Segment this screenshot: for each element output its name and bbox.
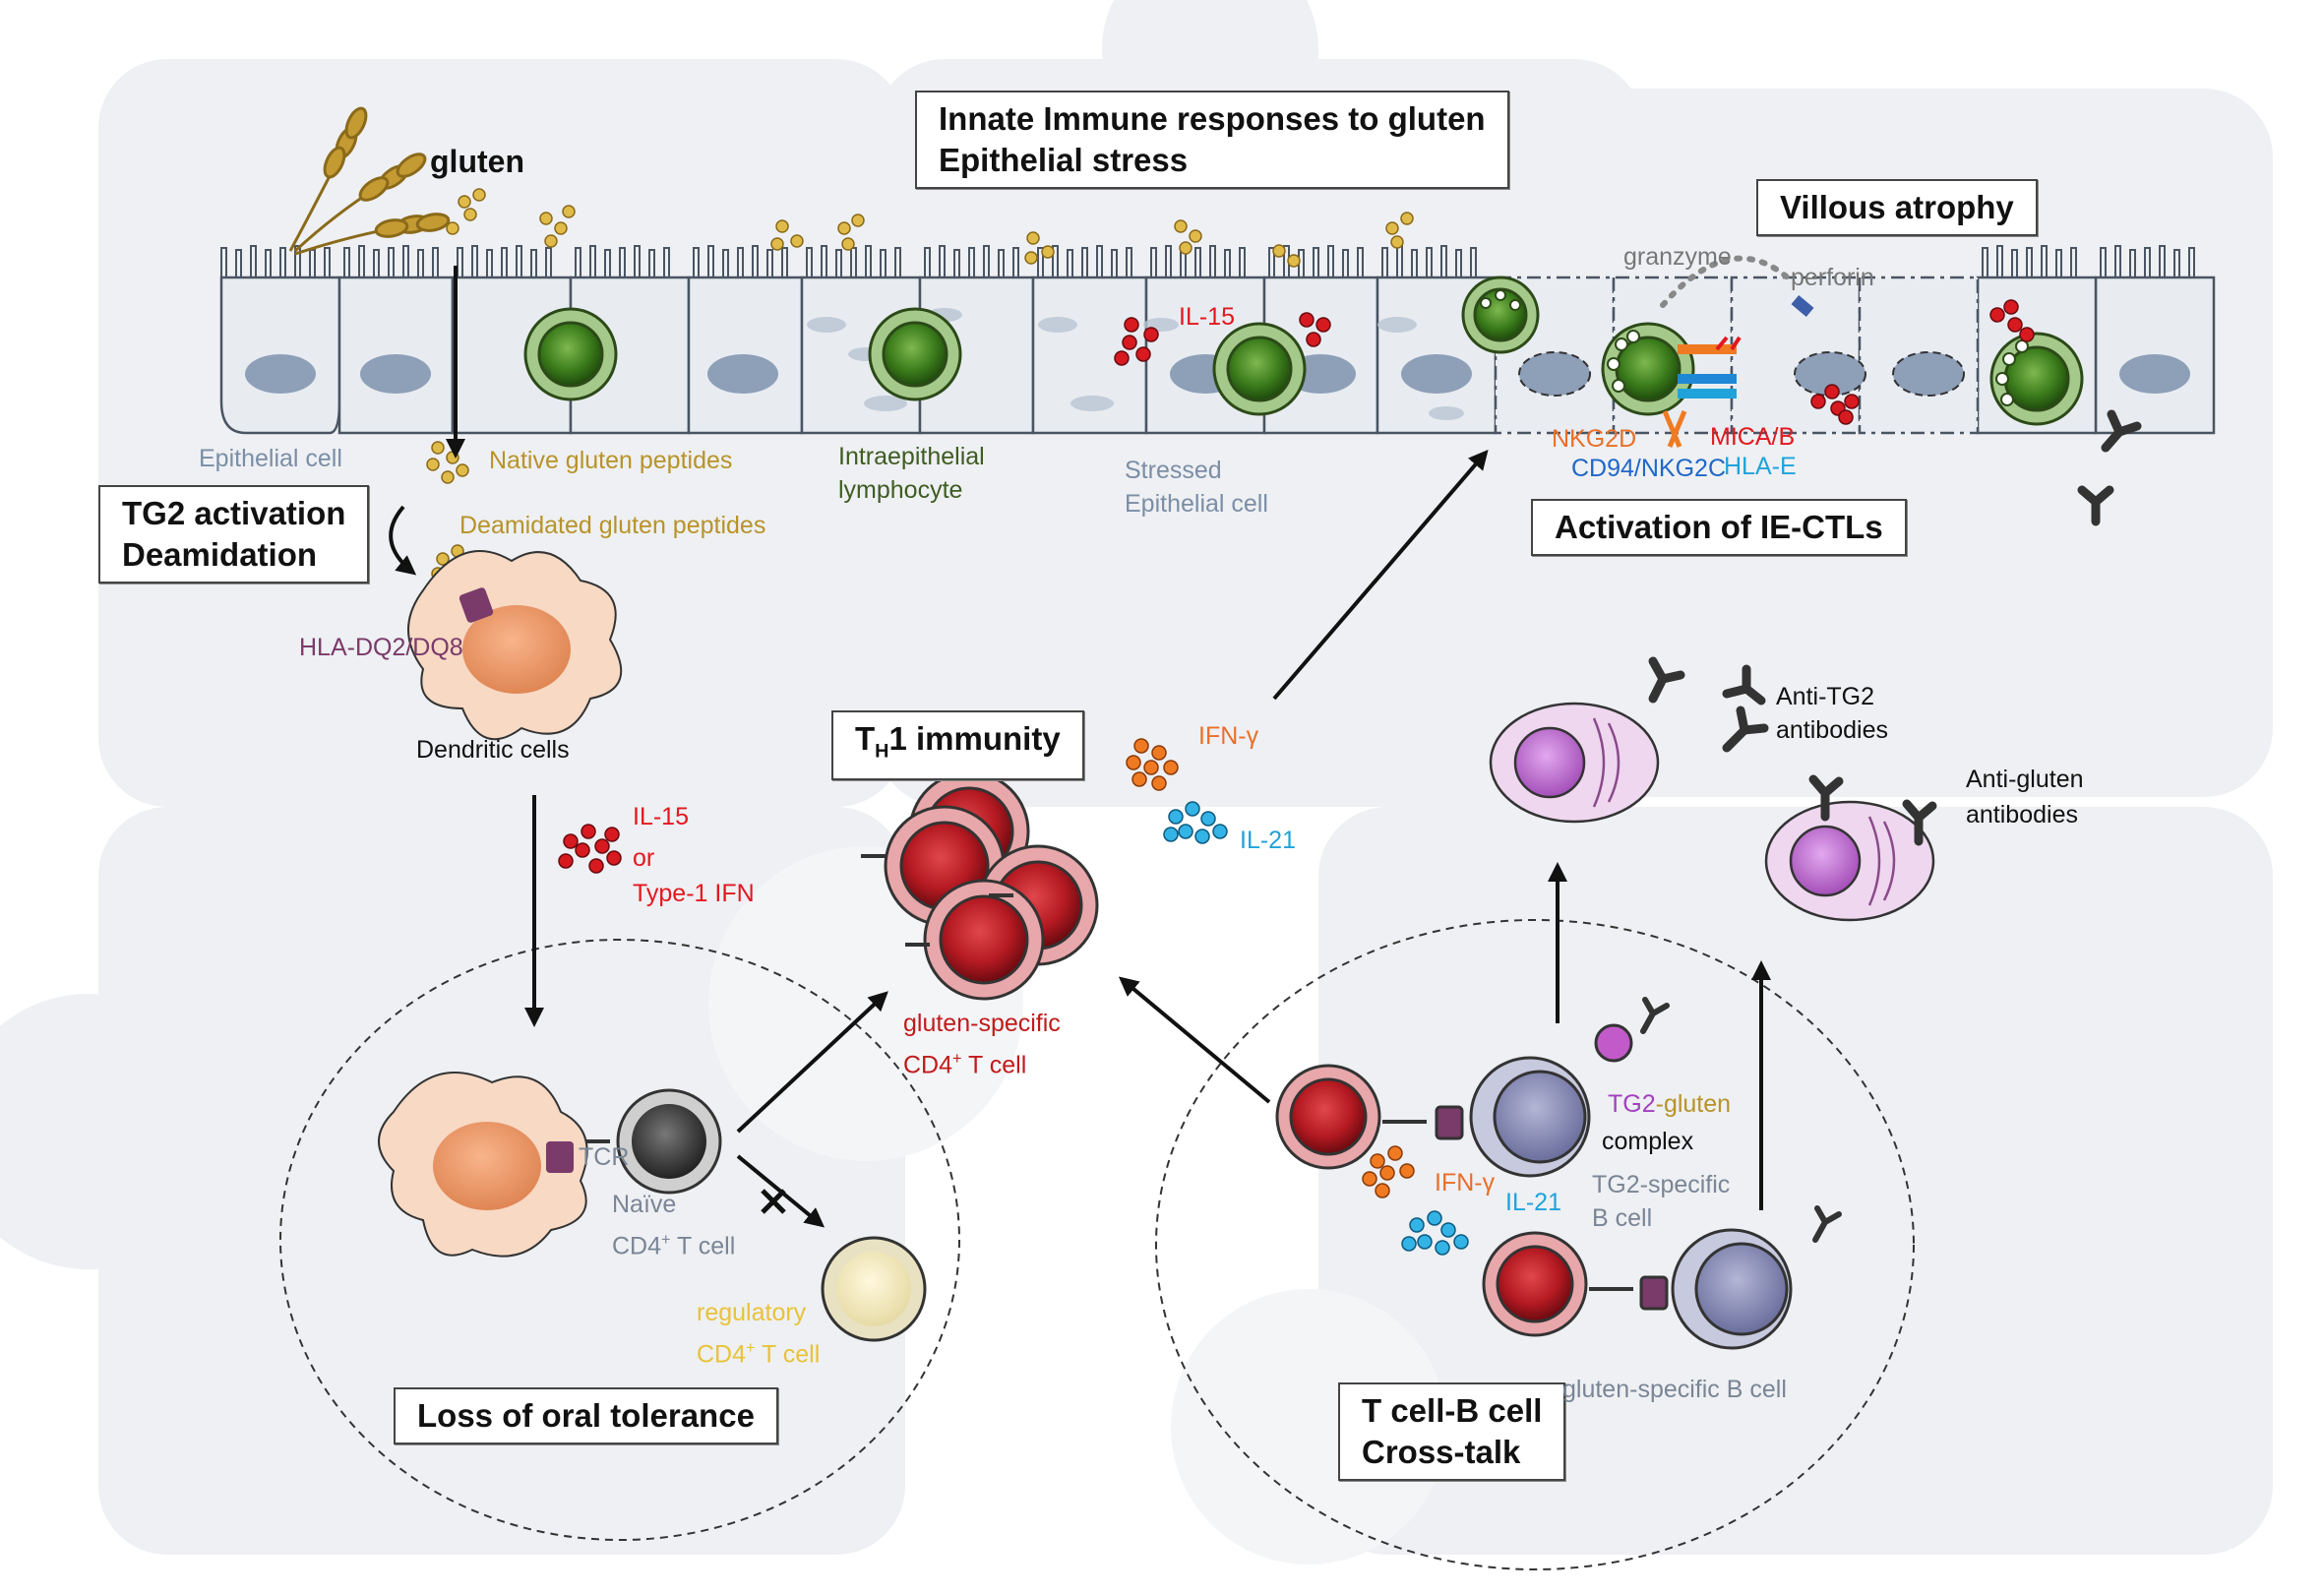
stressed-label-1: Stressed [1125, 457, 1222, 484]
pathway-arrows [389, 266, 1771, 1228]
naive-label-2: CD4+ T cell [612, 1231, 736, 1260]
ie-ctl-label: Activation of IE-CTLs [1555, 509, 1883, 545]
crosstalk-line-2: Cross-talk [1362, 1434, 1521, 1470]
x-block-icon [761, 1189, 786, 1214]
epithelial-cell-label: Epithelial cell [199, 445, 342, 472]
ifng-dots [1126, 738, 1415, 1198]
ifng-label: IFN-γ [1198, 722, 1259, 750]
th1-box: TH1 immunity [831, 710, 1084, 780]
tg2-line-2: Deamidation [122, 536, 318, 573]
intraepithelial-lymphocyte [523, 276, 2084, 426]
il21-dots [1163, 801, 1469, 1256]
il15-label-1: IL-15 [633, 803, 689, 830]
innate-response-box: Innate Immune responses to gluten Epithe… [915, 91, 1509, 189]
dendritic-cell-2 [378, 1072, 588, 1258]
tcr-label: TCR [579, 1143, 630, 1171]
naive-label-1: Naïve [612, 1191, 677, 1218]
cd4-t-cell-cluster [861, 770, 1099, 1001]
regulatory-t-cell [821, 1236, 927, 1342]
treg-label-1: regulatory [697, 1299, 807, 1326]
oral-tolerance-label: Loss of oral tolerance [417, 1397, 755, 1434]
hla-dq-label: HLA-DQ2/DQ8 [299, 634, 463, 661]
naive-t-cell [585, 1088, 722, 1195]
anti-tg2-label-1: Anti-TG2 [1776, 683, 1875, 710]
tg2-bcell-label-2: B cell [1592, 1204, 1653, 1232]
receptor-icons [1662, 336, 1742, 448]
dendritic-label: Dendritic cells [416, 736, 570, 764]
ie-ctl-box: Activation of IE-CTLs [1531, 499, 1907, 556]
ifng-crosstalk-label: IFN-γ [1435, 1169, 1496, 1197]
anti-gluten-label-2: antibodies [1966, 801, 2078, 829]
t-b-pair-2 [1482, 1228, 1793, 1350]
th1-label: TH1 immunity [855, 720, 1061, 763]
anti-tg2-label-2: antibodies [1776, 716, 1888, 744]
il15-label-2: or [633, 844, 655, 872]
nkg2d-label: NKG2D [1552, 425, 1637, 453]
il15-epithelium-label: IL-15 [1179, 303, 1235, 331]
gluten-particles [426, 188, 1414, 581]
tg2-activation-box: TG2 activation Deamidation [98, 485, 370, 583]
treg-label-2: CD4+ T cell [697, 1339, 821, 1369]
innate-line-1: Innate Immune responses to gluten [939, 100, 1486, 137]
hlae-label: HLA-E [1724, 453, 1797, 480]
crosstalk-region [1155, 919, 1915, 1570]
gluten-label: gluten [430, 144, 524, 179]
perforin-icon [1791, 294, 1814, 318]
anti-gluten-label-1: Anti-gluten [1966, 766, 2084, 793]
granzyme-label: granzyme [1623, 243, 1732, 271]
granzyme-arc [1660, 255, 1794, 308]
deamidated-peptides-label: Deamidated gluten peptides [459, 512, 766, 539]
oral-tolerance-region [279, 939, 960, 1541]
dendritic-cell [407, 550, 623, 741]
crosstalk-line-1: T cell-B cell [1362, 1392, 1543, 1429]
stressed-texture [807, 308, 1464, 420]
oral-tolerance-box: Loss of oral tolerance [394, 1387, 778, 1444]
cd94-label: CD94/NKG2C [1571, 455, 1726, 482]
tg2-gluten-label: TG2-gluten [1608, 1090, 1732, 1118]
gs-bcell-label: gluten-specific B cell [1562, 1376, 1787, 1403]
native-peptides-label: Native gluten peptides [489, 447, 733, 474]
stressed-label-2: Epithelial cell [1125, 490, 1268, 518]
microvilli [220, 245, 2195, 277]
iel-label-1: Intraepithelial [838, 443, 985, 470]
villous-atrophy-box: Villous atrophy [1756, 179, 2038, 236]
il15-label-3: Type-1 IFN [633, 880, 755, 907]
innate-line-2: Epithelial stress [939, 142, 1189, 178]
il21-crosstalk-label: IL-21 [1505, 1189, 1561, 1216]
iel-label-2: lymphocyte [838, 476, 963, 504]
perforin-label: perforin [1791, 264, 1874, 291]
il21-label: IL-21 [1240, 827, 1296, 854]
plasma-cell [1489, 702, 1935, 922]
crosstalk-box: T cell-B cell Cross-talk [1338, 1382, 1566, 1481]
mica-label: MICA/B [1710, 423, 1796, 451]
tg2-line-1: TG2 activation [122, 495, 346, 531]
complex-label: complex [1602, 1128, 1694, 1155]
villous-atrophy-label: Villous atrophy [1780, 189, 2014, 225]
gs-cd4-label-2: CD4+ T cell [903, 1050, 1027, 1079]
t-b-pair-1 [1275, 1023, 1633, 1178]
tg2-bcell-label-1: TG2-specific [1592, 1171, 1731, 1198]
il15-dots [558, 299, 2035, 874]
antibody-icon [1640, 409, 2142, 1243]
gs-cd4-label-1: gluten-specific [903, 1010, 1061, 1037]
wheat-icon [288, 106, 451, 256]
